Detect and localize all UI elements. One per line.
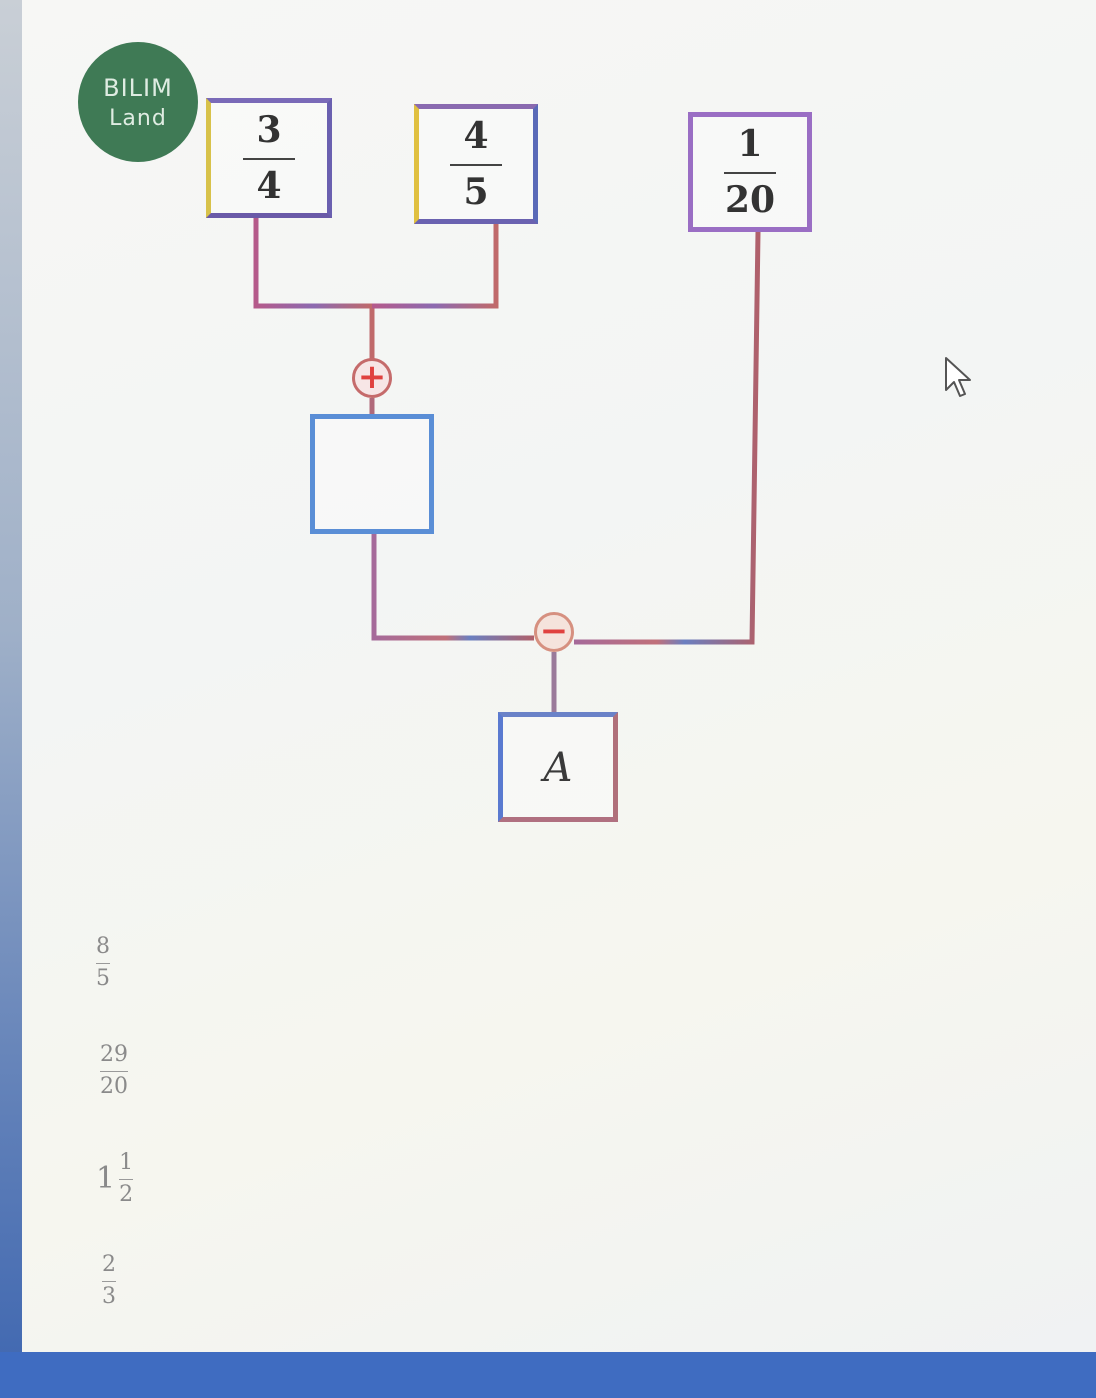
fraction-bar	[96, 963, 110, 964]
bilimland-logo: BILIM Land	[78, 42, 198, 162]
box1-denominator: 4	[256, 165, 282, 207]
option2-numerator: 29	[100, 1042, 128, 1067]
question-page	[22, 0, 1096, 1352]
option3-numerator: 1	[119, 1150, 134, 1175]
fraction-bar	[243, 158, 295, 160]
box1-numerator: 3	[256, 109, 282, 151]
answer-option-1[interactable]: 8 5	[96, 936, 110, 990]
fraction-bar	[102, 1281, 116, 1282]
box3-numerator: 1	[737, 123, 763, 165]
mouse-pointer-icon	[945, 357, 971, 397]
option1-denominator: 5	[96, 966, 110, 991]
answer-option-2[interactable]: 29 20	[100, 1044, 128, 1098]
fraction-box-one-twentieth: 1 20	[688, 112, 812, 232]
result-box-a: A	[498, 712, 618, 822]
option4-numerator: 2	[102, 1252, 116, 1277]
wire-box-to-minus	[371, 532, 534, 641]
option3-whole: 1	[96, 1161, 116, 1196]
wire-box1-to-plus	[253, 218, 375, 360]
result-label: A	[543, 745, 573, 791]
option4-denominator: 3	[102, 1284, 116, 1309]
option1-numerator: 8	[96, 934, 110, 959]
option2-denominator: 20	[100, 1074, 128, 1099]
intermediate-empty-box[interactable]	[310, 414, 434, 534]
minus-operator-icon: −	[534, 612, 574, 652]
wire-box2-to-plus	[372, 224, 499, 309]
box2-numerator: 4	[463, 115, 489, 157]
fraction-box-four-fifths: 4 5	[414, 104, 538, 224]
plus-operator-icon: +	[352, 358, 392, 398]
taskbar-strip	[0, 1352, 1096, 1398]
box3-denominator: 20	[724, 179, 776, 221]
answer-option-3[interactable]: 1 1 2	[96, 1150, 134, 1207]
box2-denominator: 5	[463, 171, 489, 213]
fraction-bar	[724, 172, 776, 174]
fraction-bar	[100, 1071, 128, 1072]
logo-line-2: Land	[109, 106, 167, 131]
wire-box3-to-minus	[574, 231, 761, 645]
fraction-box-three-quarters: 3 4	[206, 98, 332, 218]
option3-denominator: 2	[119, 1182, 134, 1207]
answer-option-4[interactable]: 2 3	[102, 1254, 116, 1308]
fraction-bar	[119, 1179, 134, 1180]
fraction-bar	[450, 164, 502, 166]
logo-line-1: BILIM	[103, 74, 173, 102]
